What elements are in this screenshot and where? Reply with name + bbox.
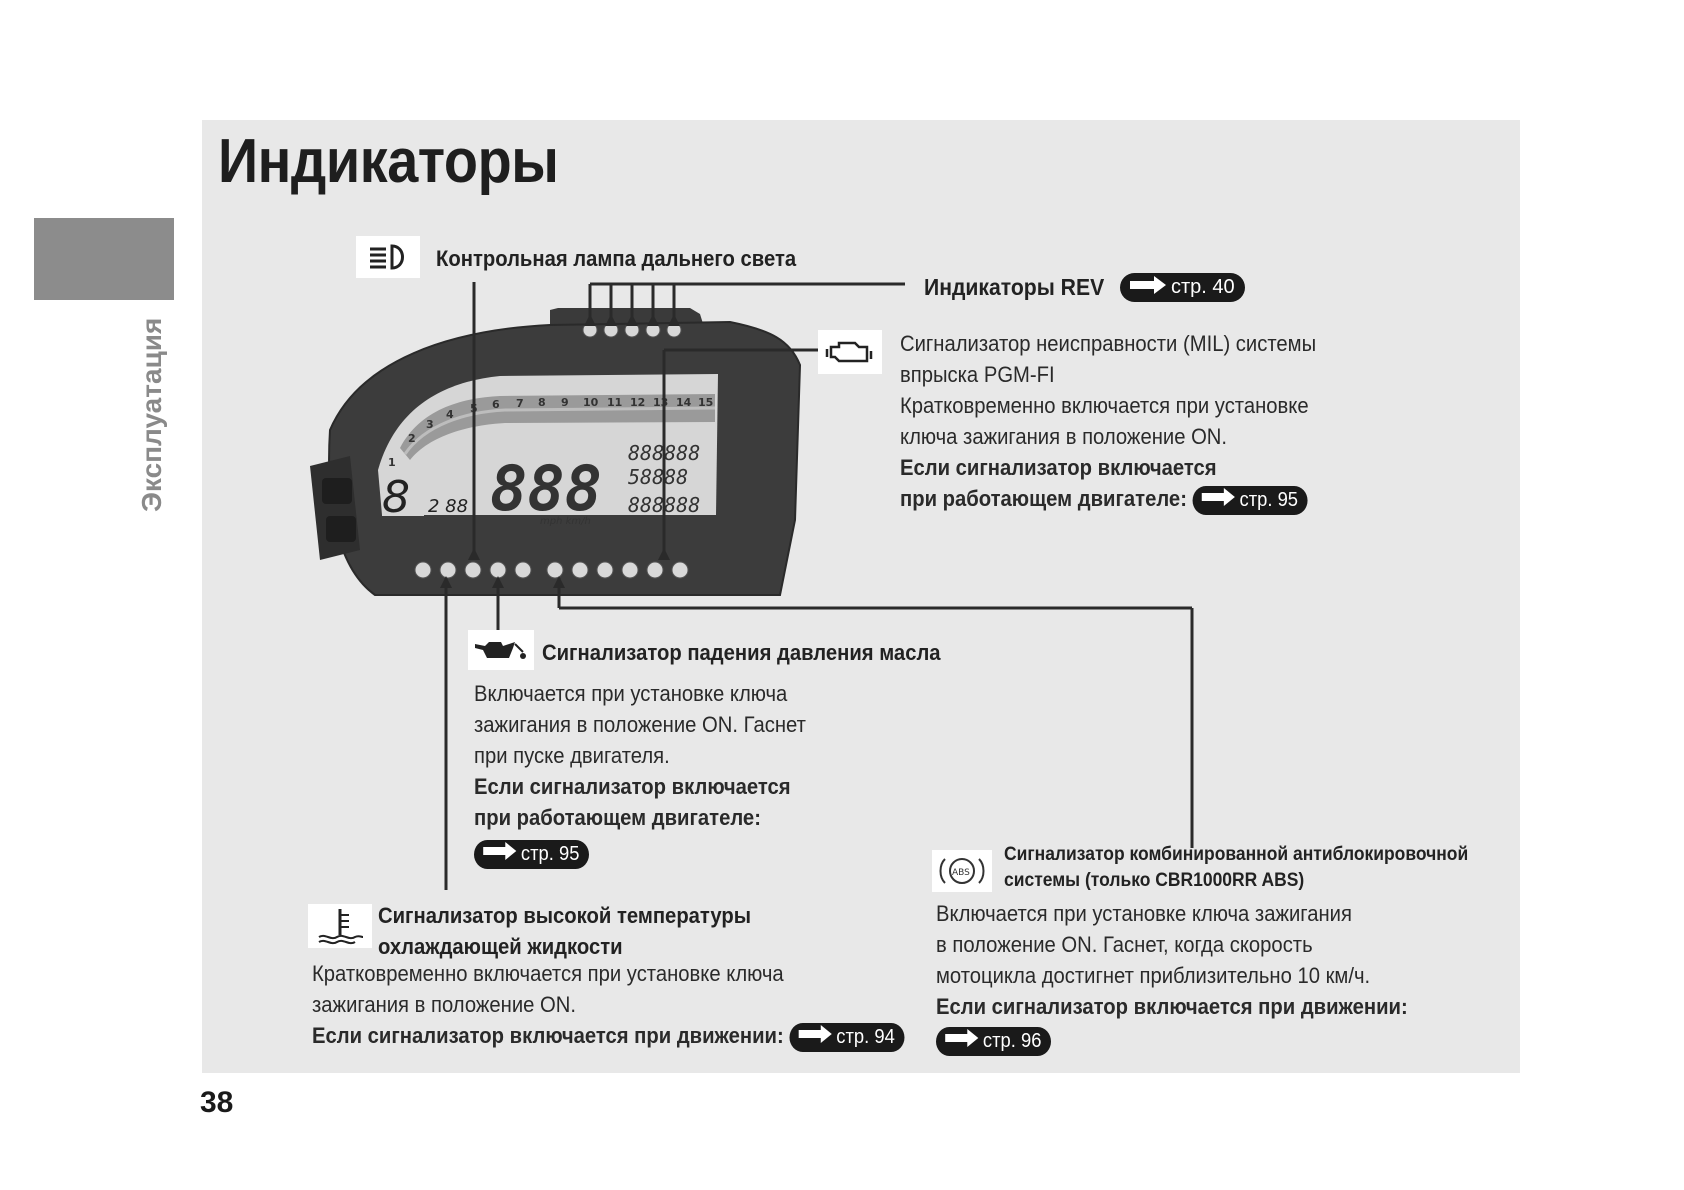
svg-text:8: 8 — [382, 472, 410, 523]
abs-label: Сигнализатор комбинированной антиблокиро… — [1004, 844, 1469, 891]
abs-description: Включается при установке ключа зажигания… — [936, 898, 1408, 1060]
arrow-right-icon — [943, 1026, 980, 1057]
arrow-right-icon — [1128, 275, 1168, 300]
svg-text:1: 1 — [388, 456, 396, 469]
svg-text:6: 6 — [492, 398, 500, 411]
high-beam-label: Контрольная лампа дальнего света — [436, 246, 797, 271]
abs-icon: ABS — [932, 850, 992, 892]
mil-page-ref[interactable]: стр. 95 — [1192, 485, 1308, 516]
svg-text:14: 14 — [676, 396, 692, 409]
mil-description: Сигнализатор неисправности (MIL) системы… — [900, 328, 1316, 516]
svg-text:12: 12 — [630, 396, 645, 409]
oil-description: Включается при установке ключа зажигания… — [474, 678, 806, 873]
svg-text:8: 8 — [538, 396, 546, 409]
content-panel — [202, 120, 1520, 1073]
svg-text:9: 9 — [561, 396, 569, 409]
high-beam-icon — [356, 236, 420, 278]
page-number: 38 — [200, 1086, 234, 1119]
abs-page-ref[interactable]: стр. 96 — [936, 1026, 1051, 1057]
engine-check-icon — [818, 330, 882, 374]
svg-text:888: 888 — [490, 452, 602, 525]
arrow-right-icon — [797, 1022, 834, 1053]
svg-text:2 88: 2 88 — [428, 496, 468, 517]
page-title: Индикаторы — [218, 127, 559, 196]
svg-text:4: 4 — [446, 408, 454, 421]
svg-text:7: 7 — [516, 397, 524, 410]
svg-text:15: 15 — [698, 396, 713, 409]
svg-text:2: 2 — [408, 432, 416, 445]
arrow-right-icon — [1200, 485, 1237, 516]
arrow-right-icon — [481, 839, 518, 870]
oil-page-ref[interactable]: стр. 95 — [474, 839, 589, 870]
rev-page-ref[interactable]: стр. 40 — [1120, 273, 1245, 302]
svg-text:mph km/h: mph km/h — [540, 516, 591, 527]
svg-text:3: 3 — [426, 418, 434, 431]
svg-text:58888: 58888 — [628, 465, 688, 489]
svg-text:10: 10 — [583, 396, 599, 409]
svg-text:ABS: ABS — [952, 868, 970, 878]
temp-description: Кратковременно включается при установке … — [312, 958, 905, 1053]
temp-label: Сигнализатор высокой температуры охлажда… — [378, 903, 751, 959]
oil-label: Сигнализатор падения давления масла — [542, 640, 941, 665]
temp-page-ref[interactable]: стр. 94 — [789, 1022, 905, 1053]
coolant-temperature-icon — [308, 904, 372, 948]
svg-text:11: 11 — [607, 396, 622, 409]
oil-pressure-icon — [468, 630, 534, 670]
rev-label: Индикаторы REV — [924, 274, 1105, 300]
section-tab — [34, 218, 174, 300]
